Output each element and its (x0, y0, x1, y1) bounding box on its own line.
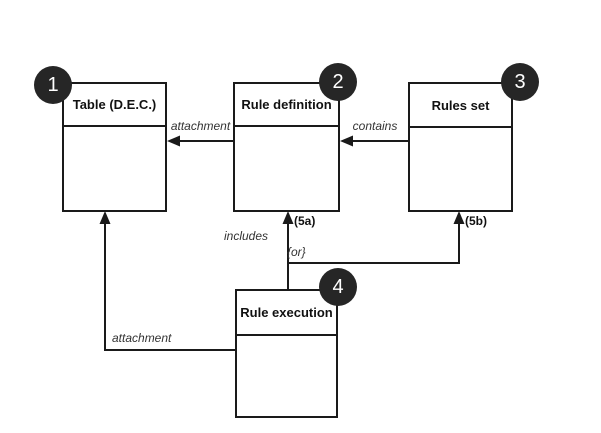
arrowhead-up-icon (99, 211, 111, 224)
entity-box-rule-execution: Rule execution (235, 289, 338, 418)
entity-box-table-dec: Table (D.E.C.) (62, 82, 167, 212)
arrow-or-5b (288, 211, 465, 264)
edge-label-attachment-bottom: attachment (112, 331, 172, 345)
entity-body-rule-definition (235, 127, 338, 210)
entity-box-rule-definition: Rule definition (233, 82, 340, 212)
entity-title-table-dec: Table (D.E.C.) (64, 84, 165, 127)
entity-body-rules-set (410, 128, 511, 210)
number-badge-1: 1 (34, 66, 72, 104)
edge-label-attachment-top: attachment (170, 119, 231, 133)
arrow-attachment-top (167, 135, 233, 147)
edge-label-includes: includes (224, 229, 269, 243)
entity-title-rules-set: Rules set (410, 84, 511, 128)
arrowhead-left-icon (340, 135, 353, 147)
arrowhead-up-icon (453, 211, 465, 224)
arrow-includes-5a (282, 211, 294, 289)
number-badge-2: 2 (319, 63, 357, 101)
arrowhead-left-icon (167, 135, 180, 147)
number-badge-3: 3 (501, 63, 539, 101)
arrowhead-up-icon (282, 211, 294, 224)
entity-body-table-dec (64, 127, 165, 210)
entity-title-rule-definition: Rule definition (235, 84, 338, 127)
entity-box-rules-set: Rules set (408, 82, 513, 212)
number-badge-4: 4 (319, 268, 357, 306)
edge-tag-5a: (5a) (294, 214, 316, 228)
arrow-attachment-bottom (99, 211, 235, 351)
entity-body-rule-execution (237, 336, 336, 416)
edge-label-contains: contains (352, 119, 398, 133)
arrow-contains (340, 135, 408, 147)
entity-title-rule-execution: Rule execution (237, 291, 336, 336)
edge-tag-5b: (5b) (465, 214, 487, 228)
edge-label-or: {or} (287, 245, 306, 259)
